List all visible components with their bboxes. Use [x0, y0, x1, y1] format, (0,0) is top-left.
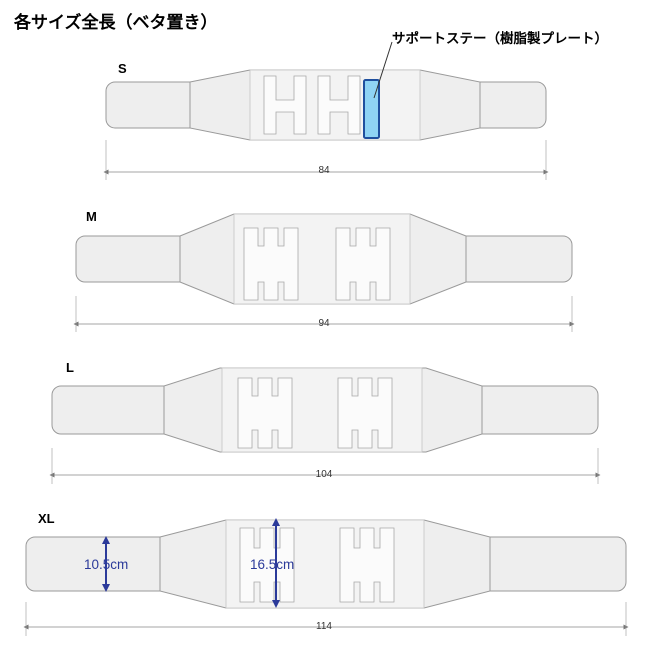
size-label-m: M	[86, 209, 97, 224]
callout-leader-line	[373, 41, 393, 99]
length-label-s: 84	[318, 165, 330, 176]
page-title: 各サイズ全長（ベタ置き）	[14, 13, 218, 32]
belt-xl: XL 10.5cm 16.5cm 114	[23, 511, 629, 636]
size-label-xl: XL	[38, 511, 55, 526]
end-height-label: 10.5cm	[84, 557, 128, 572]
size-label-l: L	[66, 360, 74, 375]
size-label-s: S	[118, 61, 127, 76]
length-label-xl: 114	[316, 621, 332, 632]
center-height-label: 16.5cm	[250, 557, 294, 572]
length-label-l: 104	[316, 469, 333, 480]
belt-l: L 104	[49, 360, 601, 484]
belt-s: S 84	[103, 41, 549, 180]
support-stay-callout: サポートステー（樹脂製プレート）	[392, 31, 608, 46]
belt-m: M 94	[73, 209, 575, 332]
length-label-m: 94	[318, 318, 330, 329]
